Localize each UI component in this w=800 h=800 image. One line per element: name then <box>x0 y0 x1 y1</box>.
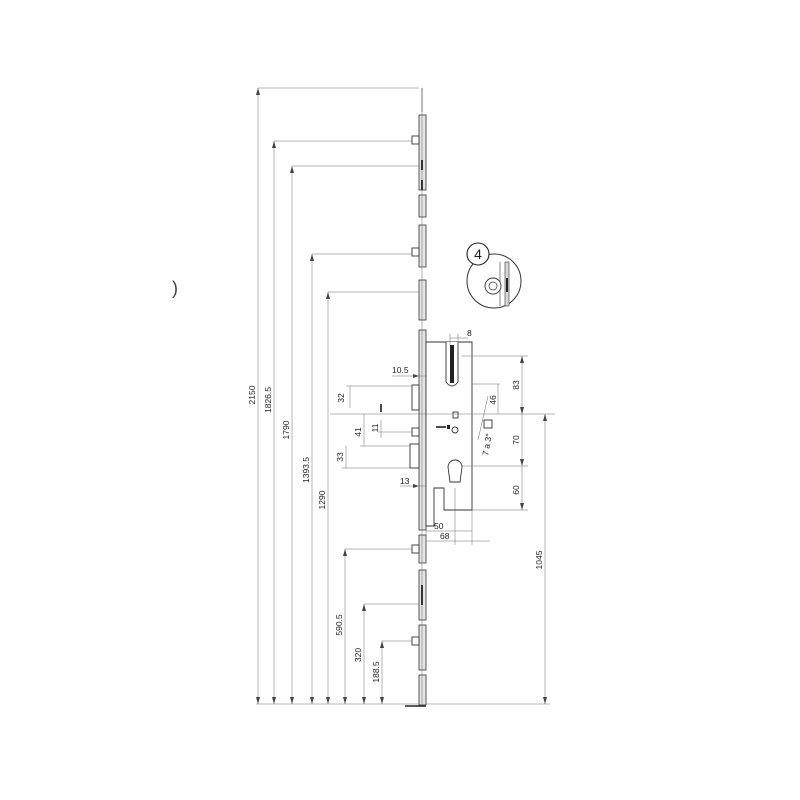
dim-590-5: 590.5 <box>334 614 344 636</box>
roller-cam <box>411 135 420 145</box>
roller-cam <box>411 636 420 646</box>
cylinder-hole <box>447 459 463 483</box>
side-mark: ) <box>172 278 178 298</box>
latch-bolt <box>411 384 420 411</box>
dim-70: 70 <box>511 435 521 445</box>
dim-68: 68 <box>440 531 450 541</box>
faceplate-segment <box>418 224 427 268</box>
dim-188-5: 188.5 <box>371 661 381 683</box>
dim-1045: 1045 <box>534 550 544 569</box>
roller-cam <box>411 544 420 554</box>
faceplate-segment <box>418 329 427 531</box>
lock-body <box>409 341 473 527</box>
dim-320: 320 <box>353 648 363 662</box>
dim-60: 60 <box>511 485 521 495</box>
faceplate-segment <box>418 114 427 191</box>
vertical-dimensions <box>256 87 419 705</box>
dead-bolt <box>409 443 420 469</box>
lock-dimensions: 8 10.5 83 46 7 a 3° 70 60 32 <box>330 328 555 705</box>
dim-2150: 2150 <box>247 385 257 404</box>
dim-11: 11 <box>370 423 380 432</box>
detail-number: 4 <box>474 246 482 262</box>
dim-32: 32 <box>336 393 346 403</box>
spindle-square <box>483 419 493 429</box>
faceplate-segment <box>418 624 427 671</box>
faceplate-segment <box>418 674 427 706</box>
dim-13: 13 <box>400 476 410 486</box>
angle-label: 7 a 3° <box>480 433 494 457</box>
dim-1290: 1290 <box>317 490 327 509</box>
dim-41: 41 <box>353 427 363 437</box>
faceplate-segment <box>418 279 427 321</box>
roller-cam <box>411 247 420 257</box>
dim-46: 46 <box>488 395 498 405</box>
faceplate-segment <box>418 534 427 564</box>
dim-33: 33 <box>335 452 345 462</box>
follower <box>452 411 459 419</box>
dim-50: 50 <box>434 521 444 531</box>
vertical-dim-labels: 2150 1826.5 1790 1393.5 1290 590.5 320 1… <box>247 385 381 682</box>
dim-8: 8 <box>467 328 472 338</box>
dim-10-5: 10.5 <box>392 365 409 375</box>
detail-view: 4 <box>466 242 522 309</box>
faceplate-segment <box>418 194 427 218</box>
dim-1790: 1790 <box>281 420 291 439</box>
deadlocking-pin <box>411 427 420 437</box>
faceplate <box>405 88 427 707</box>
dim-1826-5: 1826.5 <box>263 387 273 413</box>
detail-badge <box>466 242 490 266</box>
dim-1393-5: 1393.5 <box>301 457 311 483</box>
dim-83: 83 <box>511 380 521 390</box>
spindle-hole <box>451 426 459 434</box>
